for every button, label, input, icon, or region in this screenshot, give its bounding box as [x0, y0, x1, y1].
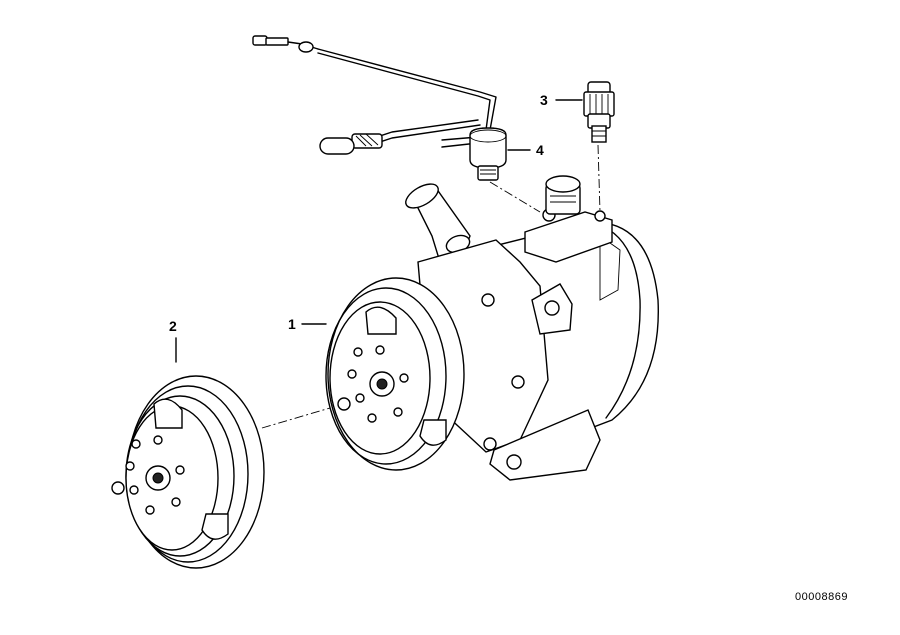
assembly-axis-lines: [261, 144, 601, 429]
callout-1: 1: [288, 316, 296, 332]
callout-leader-lines: [175, 99, 583, 363]
part-2-magnetic-clutch[interactable]: [111, 375, 265, 569]
part-1-compressor[interactable]: [325, 175, 659, 481]
part-3-relief-valve[interactable]: [583, 81, 615, 143]
callout-3: 3: [540, 92, 548, 108]
callout-4: 4: [536, 142, 544, 158]
diagram-reference-number: 00008869: [795, 591, 848, 603]
part-4-pressure-switch-harness[interactable]: [252, 35, 507, 181]
callout-2: 2: [169, 318, 177, 334]
